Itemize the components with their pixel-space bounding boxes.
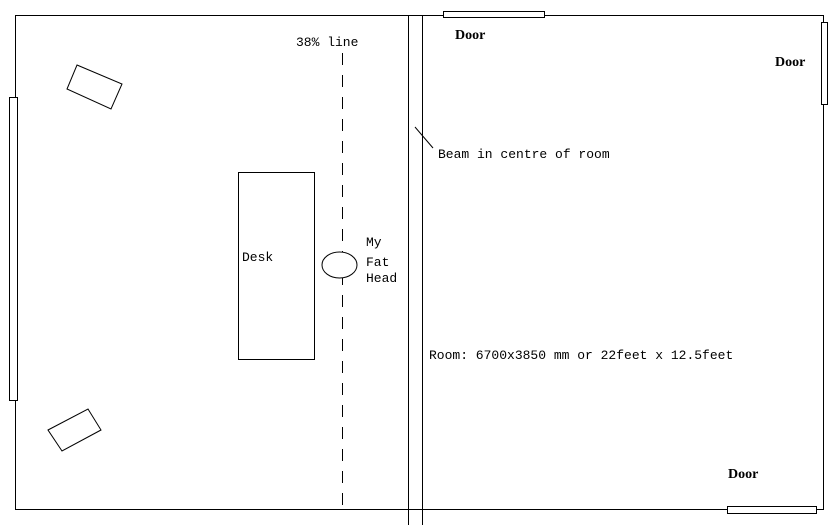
right-door bbox=[821, 22, 828, 105]
room-dimensions-label: Room: 6700x3850 mm or 22feet x 12.5feet bbox=[429, 348, 733, 363]
desk-label: Desk bbox=[242, 250, 273, 265]
head-ellipse bbox=[321, 251, 358, 279]
door-label-right: Door bbox=[775, 55, 805, 70]
beam-label: Beam in centre of room bbox=[438, 147, 610, 162]
line-38-label: 38% line bbox=[296, 35, 358, 50]
door-label-bottom: Door bbox=[728, 467, 758, 482]
top-door bbox=[443, 11, 545, 18]
speaker-top bbox=[66, 64, 123, 110]
door-label-top: Door bbox=[455, 28, 485, 43]
bottom-door bbox=[727, 506, 817, 514]
beam-pointer-line bbox=[414, 126, 434, 149]
head-label-line1: My bbox=[366, 235, 382, 250]
room-outline bbox=[15, 15, 824, 510]
head-label-line2: Fat bbox=[366, 255, 389, 270]
speaker-bottom bbox=[47, 408, 102, 452]
left-window bbox=[9, 97, 18, 401]
desk bbox=[238, 172, 315, 360]
head-label-line3: Head bbox=[366, 271, 397, 286]
